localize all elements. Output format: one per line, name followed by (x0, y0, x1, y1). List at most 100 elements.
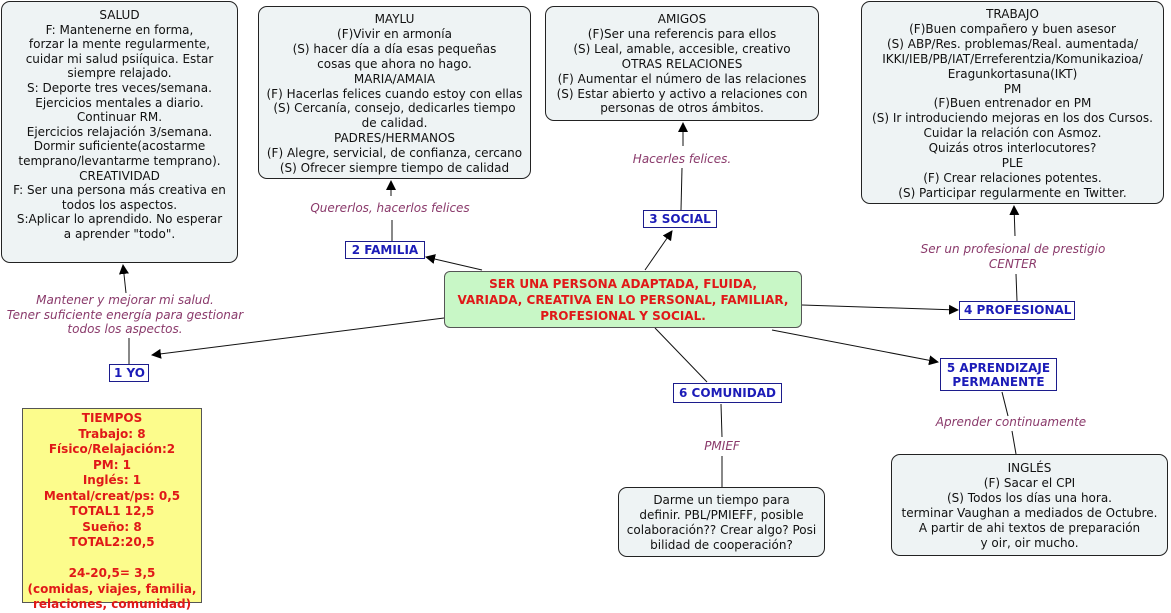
comunidad-line: bilidad de cooperación? (650, 538, 793, 552)
tiempos-line: Físico/Relajación:2 (48, 442, 176, 456)
salud-line: siempre relajado. (67, 66, 172, 81)
trabajo-line: PLE (1001, 156, 1024, 171)
trabajo-line: (S) Participar regularmente en Twitter. (898, 185, 1127, 200)
ingles-box[interactable]: INGLÉS (F) Sacar el CPI (S) Todos los dí… (891, 454, 1168, 556)
maylu-line: PADRES/HERMANOS (333, 131, 456, 146)
link-label-comunidad-line-1: PMIEF (704, 439, 740, 453)
amigos-line: AMIGOS (657, 12, 707, 26)
amigos-line: OTRAS RELACIONES (621, 56, 743, 71)
link-label-profesional-line-2: CENTER (988, 256, 1038, 271)
salud-line: SALUD (99, 8, 140, 22)
tiempos-line: Trabajo: 8 (78, 426, 146, 441)
central-goal-node[interactable]: SER UNA PERSONA ADAPTADA, FLUIDA, VARIAD… (444, 271, 802, 328)
branch-aprendizaje-line-1: 5 APRENDIZAJE (946, 361, 1051, 375)
tiempos-line: TIEMPOS (81, 411, 143, 425)
link-label-profesional-line-1: Ser un profesional de prestigio (920, 242, 1106, 256)
tiempos-box[interactable]: TIEMPOS Trabajo: 8 Físico/Relajación:2 P… (22, 408, 202, 611)
maylu-line: (S) Ofrecer siempre tiempo de calidad (279, 161, 510, 176)
comunidad-line: colaboración?? Crear algo? Posi (626, 523, 817, 537)
maylu-line: cosas que ahora no hago. (317, 56, 472, 71)
link-label-aprendizaje: Aprender continuamente (926, 415, 1096, 430)
tiempos-line: Sueño: 8 (82, 519, 142, 534)
maylu-line: MARIA/AMAIA (353, 71, 436, 86)
salud-box[interactable]: SALUD F: Mantenerne en forma, forzar la … (1, 1, 238, 263)
salud-line: CREATIVIDAD (79, 168, 160, 183)
branch-profesional[interactable]: 4 PROFESIONAL (959, 301, 1075, 320)
salud-line: Ejercicios relajación 3/semana. (26, 124, 213, 139)
salud-line: Continuar RM. (76, 110, 163, 125)
amigos-line: (S) Leal, amable, accesible, creativo (573, 41, 791, 56)
ingles-line: terminar Vaughan a mediados de Octubre. (901, 506, 1158, 520)
maylu-line: (S) hacer día a día esas pequeñas (292, 41, 497, 56)
link-label-social-line-1: Hacerles felices. (632, 152, 732, 166)
salud-line: todos los aspectos. (61, 197, 178, 212)
central-line-3: PROFESIONAL Y SOCIAL. (540, 309, 706, 323)
maylu-line: de calidad. (361, 116, 428, 131)
ingles-line: (S) Todos los días una hora. (947, 491, 1112, 505)
link-label-yo-line-1: Mantener y mejorar mi salud. (36, 293, 214, 307)
amigos-line: personas de otros ámbitos. (600, 101, 764, 116)
comunidad-line: definir. PBL/PMIEFF, posible (639, 508, 804, 522)
maylu-line: (S) Cercanía, consejo, dedicarles tiempo (273, 101, 516, 116)
link-label-yo-line-3: todos los aspectos. (67, 322, 183, 336)
branch-comunidad[interactable]: 6 COMUNIDAD (673, 383, 782, 403)
branch-social[interactable]: 3 SOCIAL (643, 210, 717, 228)
trabajo-box[interactable]: TRABAJO (F)Buen compañero y buen asesor … (861, 1, 1164, 204)
tiempos-line: Mental/creat/ps: 0,5 (43, 488, 181, 503)
trabajo-line: (F)Buen compañero y buen asesor (909, 21, 1116, 36)
link-label-social: Hacerles felices. (620, 152, 744, 167)
trabajo-line: (S) Ir introduciendo mejoras en los dos … (872, 111, 1153, 126)
salud-line: S:Aplicar lo aprendido. No esperar (16, 212, 223, 227)
branch-familia[interactable]: 2 FAMILIA (345, 241, 425, 259)
trabajo-line: Cuidar la relación con Asmoz. (923, 126, 1102, 141)
maylu-line: MAYLU (374, 12, 415, 26)
ingles-line: A partir de ahi textos de preparación (918, 521, 1141, 535)
salud-line: Dormir suficiente(acostarme (33, 139, 206, 154)
salud-line: a aprender "todo". (63, 226, 176, 241)
amigos-line: (F)Ser una referencis para ellos (587, 26, 777, 41)
ingles-line: INGLÉS (1007, 461, 1052, 475)
central-line-2: VARIADA, CREATIVA EN LO PERSONAL, FAMILI… (457, 293, 789, 307)
comunidad-line: Darme un tiempo para (653, 493, 790, 507)
trabajo-line: PM (1003, 81, 1022, 96)
branch-yo[interactable]: 1 YO (109, 364, 149, 382)
trabajo-line: Eragunkortasuna(IKT) (947, 66, 1078, 81)
tiempos-line: 24-20,5= 3,5 (68, 566, 156, 580)
branch-aprendizaje[interactable]: 5 APRENDIZAJE PERMANENTE (940, 358, 1057, 391)
amigos-line: (F) Aumentar el número de las relaciones (557, 71, 807, 86)
link-label-yo: Mantener y mejorar mi salud. Tener sufic… (2, 293, 248, 337)
tiempos-line: PM: 1 (92, 457, 132, 472)
salud-line: temprano/levantarme temprano). (18, 153, 221, 168)
link-label-yo-line-2: Tener suficiente energía para gestionar (6, 307, 244, 322)
tiempos-line: TOTAL2:20,5 (69, 535, 155, 549)
tiempos-line: (comidas, viajes, familia, (27, 581, 197, 596)
link-label-profesional: Ser un profesional de prestigio CENTER (910, 242, 1116, 271)
trabajo-line: (S) ABP/Res. problemas/Real. aumentada/ (886, 36, 1139, 51)
maylu-line: (F)Vivir en armonía (337, 26, 452, 41)
link-label-familia-line-1: Quererlos, hacerlos felices (310, 201, 470, 215)
trabajo-line: TRABAJO (986, 7, 1039, 21)
trabajo-line: (F)Buen entrenador en PM (933, 96, 1092, 111)
tiempos-line: TOTAL1 12,5 (69, 504, 155, 518)
amigos-box[interactable]: AMIGOS (F)Ser una referencis para ellos … (545, 6, 819, 121)
link-label-familia: Quererlos, hacerlos felices (300, 201, 480, 216)
central-line-1: SER UNA PERSONA ADAPTADA, FLUIDA, (489, 277, 757, 291)
maylu-box[interactable]: MAYLU (F)Vivir en armonía (S) hacer día … (258, 6, 531, 179)
branch-aprendizaje-line-2: PERMANENTE (952, 375, 1045, 389)
salud-line: forzar la mente regularmente, (28, 37, 211, 52)
trabajo-line: Quizás otros interlocutores? (928, 141, 1097, 156)
tiempos-line (25, 551, 199, 567)
salud-line: Ejercicios mentales a diario. (35, 95, 204, 110)
ingles-line: y oir, oir mucho. (980, 536, 1079, 550)
maylu-line: (F) Alegre, servicial, de confianza, cer… (266, 146, 523, 161)
salud-line: F: Ser una persona más creativa en (13, 183, 226, 198)
link-label-comunidad: PMIEF (690, 439, 754, 454)
amigos-line: (S) Estar abierto y activo a relaciones … (556, 86, 808, 101)
trabajo-line: IKKI/IEB/PB/IAT/Erreferentzia/Komunikazi… (882, 51, 1143, 66)
link-label-aprendizaje-line-1: Aprender continuamente (935, 415, 1087, 429)
trabajo-line: (F) Crear relaciones potentes. (923, 170, 1102, 185)
salud-line: cuidar mi salud psiíquica. Estar (25, 51, 214, 66)
comunidad-box[interactable]: Darme un tiempo para definir. PBL/PMIEFF… (618, 487, 825, 557)
ingles-line: (F) Sacar el CPI (983, 476, 1076, 490)
